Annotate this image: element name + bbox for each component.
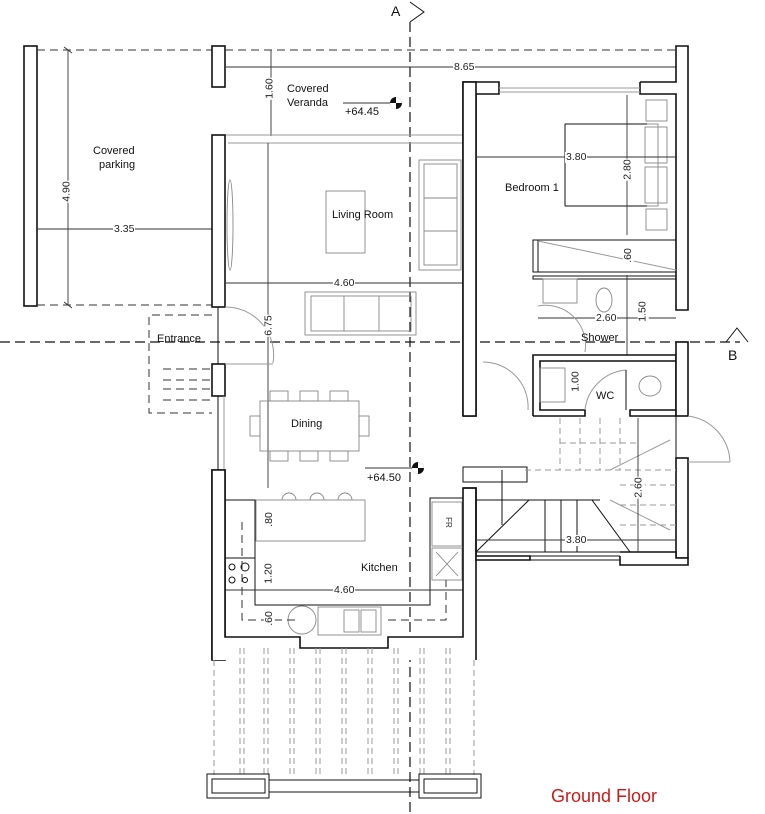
dim-bedroom-width: 3.80 bbox=[565, 151, 588, 163]
label-living-room: Living Room bbox=[332, 209, 394, 221]
dim-bedroom-depth: 2.80 bbox=[621, 158, 634, 181]
dim-living-width: 4.60 bbox=[333, 277, 356, 289]
level-marker-interior: +64.50 bbox=[367, 472, 401, 484]
dim-shower-depth: 1.50 bbox=[636, 300, 649, 323]
label-covered-veranda-line2: Veranda bbox=[287, 97, 328, 109]
level-marker-veranda: +64.45 bbox=[345, 106, 379, 118]
dim-shower-width: 2.60 bbox=[595, 312, 618, 324]
label-shower: Shower bbox=[581, 332, 619, 344]
dim-counter-depth: .60 bbox=[262, 610, 275, 627]
bedroom-wing bbox=[462, 45, 731, 566]
entrance-area bbox=[148, 306, 275, 414]
label-covered-veranda-line1: Covered bbox=[287, 83, 329, 95]
section-line-a bbox=[409, 1, 425, 814]
dim-living-dining-depth: 6.75 bbox=[262, 314, 275, 337]
label-covered-parking-line2: parking bbox=[99, 159, 136, 171]
section-line-b bbox=[0, 327, 749, 343]
covered-parking bbox=[23, 45, 212, 309]
label-dining: Dining bbox=[291, 418, 323, 430]
dim-wc-depth: 1.00 bbox=[569, 370, 582, 393]
pergola bbox=[206, 648, 482, 799]
dim-stair-depth: 2.60 bbox=[632, 476, 645, 499]
label-wc: WC bbox=[596, 390, 615, 402]
section-marker-b: B bbox=[728, 347, 738, 363]
drawing-title: Ground Floor bbox=[551, 786, 658, 806]
living-room-furniture bbox=[225, 143, 463, 488]
dim-island-depth: .80 bbox=[262, 511, 275, 528]
dim-kitchen-aisle: 1.20 bbox=[262, 562, 275, 585]
covered-veranda bbox=[211, 45, 680, 144]
dim-stair-width: 3.80 bbox=[565, 534, 588, 546]
label-fridge: FR bbox=[443, 517, 453, 528]
dim-parking-depth: 4.90 bbox=[60, 180, 73, 203]
dim-parking-width: 3.35 bbox=[113, 223, 136, 235]
kitchen bbox=[211, 469, 477, 660]
label-bedroom-1: Bedroom 1 bbox=[505, 182, 559, 194]
dim-wardrobe-depth: .60 bbox=[621, 247, 634, 264]
label-kitchen: Kitchen bbox=[361, 562, 398, 574]
label-covered-parking-line1: Covered bbox=[93, 145, 135, 157]
section-marker-a: A bbox=[391, 3, 401, 19]
dim-kitchen-width: 4.60 bbox=[333, 584, 356, 596]
dining-table bbox=[249, 390, 424, 474]
dim-veranda-depth: 1.60 bbox=[263, 77, 276, 100]
dim-overall-width: 8.65 bbox=[453, 61, 476, 73]
label-entrance: Entrance bbox=[157, 333, 202, 345]
